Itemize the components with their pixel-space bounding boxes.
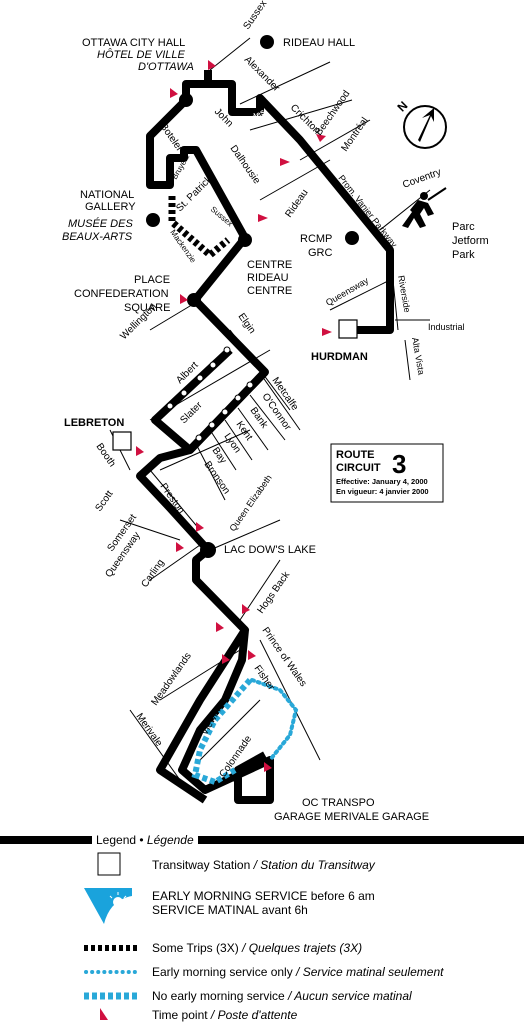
- street-alexander: Alexander: [242, 54, 282, 94]
- downtown-stops: [166, 346, 254, 442]
- label-garage2: GARAGE MERIVALE GARAGE: [274, 811, 429, 823]
- stop-city-hall: [179, 93, 193, 107]
- street-merivale: Merivale: [134, 711, 165, 749]
- legend-row-station: Transitway Station / Station du Transitw…: [0, 852, 524, 876]
- gallery-marker: [146, 213, 160, 227]
- label-park3: Park: [452, 249, 475, 261]
- no-early-path: [191, 678, 253, 786]
- baseball-player-icon: [402, 187, 447, 228]
- label-place2: CONFEDERATION: [74, 288, 169, 300]
- legend-row-some-trips: Some Trips (3X) / Quelques trajets (3X): [0, 936, 524, 960]
- label-centre3: CENTRE: [247, 285, 292, 297]
- street-st-patrick: St. Patrick: [174, 173, 215, 214]
- legend-row-time-point: Time point / Poste d'attente: [0, 1006, 524, 1024]
- label-hurdman: HURDMAN: [311, 351, 368, 363]
- stops: [146, 35, 359, 558]
- rcmp-marker: [345, 231, 359, 245]
- label-rideau-hall: RIDEAU HALL: [283, 37, 355, 49]
- hurdman-station-icon: [338, 319, 358, 339]
- blue-dashed-icon: [84, 984, 140, 1008]
- label-city-hall-en: OTTAWA CITY HALL: [82, 37, 185, 49]
- station-box-icon: [84, 852, 140, 876]
- street-boteler: Boteler: [158, 121, 186, 154]
- street-meadowlands: Meadowlands: [149, 651, 193, 708]
- effective-date: Effective: January 4, 2000: [336, 477, 428, 486]
- time-point-icon: [84, 1006, 140, 1024]
- stop-rideau-centre: [238, 233, 252, 247]
- street-coventry: Coventry: [401, 167, 442, 191]
- street-alta-vista: Alta Vista: [410, 337, 426, 376]
- circuit-label: CIRCUIT: [336, 462, 381, 474]
- label-gallery-fr1: MUSÉE DES: [68, 217, 133, 230]
- street-bronson: Bronson: [202, 459, 232, 496]
- lebreton-station-icon: [112, 431, 132, 451]
- route-label: ROUTE: [336, 449, 375, 461]
- street-elgin: Elgin: [236, 311, 258, 336]
- street-riverside: Riverside: [396, 275, 412, 314]
- label-grc: GRC: [308, 247, 333, 259]
- label-gallery-en2: GALLERY: [85, 201, 136, 213]
- street-hogs-back: Hogs Back: [255, 569, 292, 616]
- label-centre2: RIDEAU: [247, 272, 289, 284]
- label-city-hall-fr2: D'OTTAWA: [138, 61, 194, 73]
- legend-row-early: EARLY MORNING SERVICE before 6 am SERVIC…: [0, 886, 524, 926]
- label-park2: Jetform: [452, 235, 489, 247]
- route-number: 3: [392, 449, 406, 479]
- street-dalhousie: Dalhousie: [228, 143, 263, 186]
- legend-row-no-early: No early morning service / Aucun service…: [0, 984, 524, 1008]
- label-place1: PLACE: [134, 274, 170, 286]
- legend-bar: [0, 836, 524, 844]
- legend-row-early-only: Early morning service only / Service mat…: [0, 960, 524, 984]
- svg-text:N: N: [395, 98, 411, 114]
- label-gallery-fr2: BEAUX-ARTS: [62, 231, 133, 243]
- street-queensway-east: Queensway: [324, 275, 371, 308]
- label-gallery-en1: NATIONAL: [80, 189, 134, 201]
- dotted-line-icon: [84, 960, 140, 984]
- street-mackenzie: Mackenzie: [168, 228, 198, 265]
- street-industrial: Industrial: [428, 322, 465, 332]
- legend: Legend • Légende Transitway Station / St…: [0, 830, 524, 1025]
- street-queen-elizabeth: Queen Elizabeth: [227, 473, 273, 533]
- street-rideau: Rideau: [283, 187, 310, 219]
- street-carling: Carling: [139, 557, 166, 589]
- compass-icon: N: [395, 98, 447, 149]
- street-beechwood: Beechwood: [313, 89, 352, 138]
- rideau-hall-marker: [260, 35, 274, 49]
- label-dows-lake: LAC DOW'S LAKE: [224, 544, 316, 556]
- label-garage1: OC TRANSPO: [302, 797, 375, 809]
- route-map: N ROUTE CIRCUIT 3 Effective: January 4, …: [62, 0, 489, 823]
- label-lebreton: LEBRETON: [64, 417, 124, 429]
- route-line: [136, 70, 394, 804]
- route-info-box: ROUTE CIRCUIT 3 Effective: January 4, 20…: [330, 443, 444, 503]
- street-slater: Slater: [178, 399, 205, 426]
- early-morning-path: [250, 678, 299, 762]
- label-centre1: CENTRE: [247, 259, 292, 271]
- label-city-hall-fr1: HÔTEL DE VILLE: [97, 48, 185, 61]
- label-park1: Parc: [452, 221, 475, 233]
- street-bank: Bank: [248, 405, 271, 431]
- early-morning-icon: [84, 886, 140, 926]
- stop-confederation: [187, 293, 201, 307]
- some-trips-path: [168, 196, 231, 260]
- dashed-line-icon: [84, 936, 140, 960]
- vigueur-date: En vigueur: 4 janvier 2000: [336, 487, 429, 496]
- legend-title: Legend • Légende: [92, 830, 198, 850]
- stop-dows-lake: [200, 542, 216, 558]
- street-sussex-top: Sussex: [241, 0, 269, 32]
- label-rcmp: RCMP: [300, 233, 332, 245]
- time-points: [136, 60, 332, 772]
- street-scott: Scott: [93, 489, 115, 514]
- label-place3: SQUARE: [124, 302, 170, 314]
